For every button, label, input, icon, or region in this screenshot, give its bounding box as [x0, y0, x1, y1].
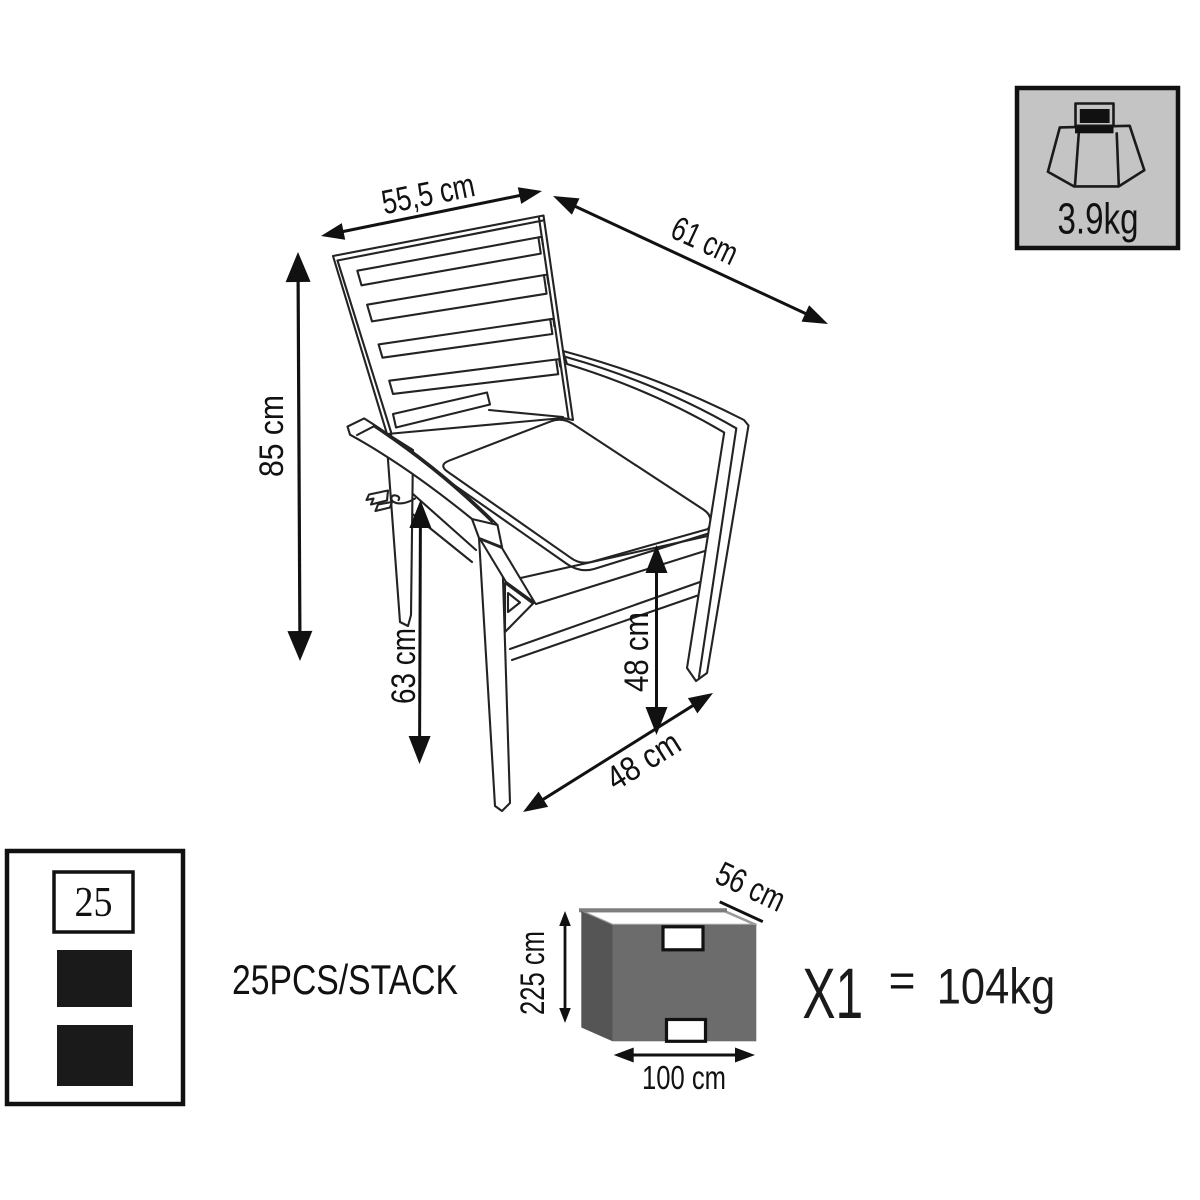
svg-text:85 cm: 85 cm — [253, 395, 291, 477]
svg-text:104kg: 104kg — [937, 958, 1056, 1013]
svg-text:100 cm: 100 cm — [642, 1059, 726, 1096]
svg-text:225 cm: 225 cm — [514, 931, 552, 1015]
svg-text:25: 25 — [75, 880, 113, 926]
svg-text:=: = — [889, 955, 916, 1007]
svg-text:X1: X1 — [802, 954, 863, 1033]
svg-text:3.9kg: 3.9kg — [1058, 194, 1139, 243]
svg-text:63 cm: 63 cm — [385, 628, 423, 704]
svg-text:25PCS/STACK: 25PCS/STACK — [232, 956, 458, 1003]
svg-text:48 cm: 48 cm — [618, 612, 656, 692]
svg-text:61 cm: 61 cm — [665, 209, 744, 273]
